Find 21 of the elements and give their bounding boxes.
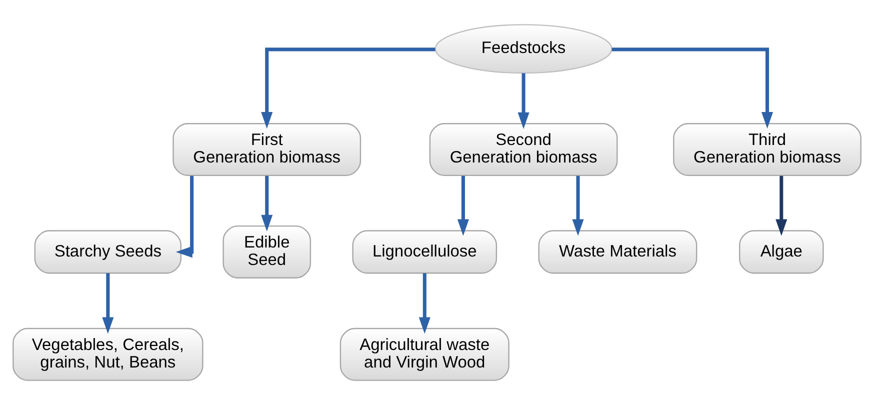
node-box: Edible Seed bbox=[222, 224, 312, 278]
node-ellipse: Feedstocks bbox=[434, 24, 612, 74]
arrow bbox=[572, 175, 584, 236]
arrow bbox=[102, 272, 114, 334]
node-box: Waste Materials bbox=[538, 230, 698, 274]
arrow bbox=[261, 47, 436, 128]
node-box: Starchy Seeds bbox=[34, 230, 182, 274]
arrow bbox=[612, 47, 774, 128]
arrow bbox=[261, 175, 273, 231]
arrow bbox=[176, 175, 194, 258]
node-box: Lignocellulose bbox=[352, 230, 498, 274]
node-box: Second Generation biomass bbox=[429, 122, 618, 176]
node-box: First Generation biomass bbox=[172, 122, 362, 176]
node-box: Algae bbox=[739, 230, 824, 274]
node-box: Third Generation biomass bbox=[673, 122, 862, 176]
arrow bbox=[776, 175, 788, 236]
arrow bbox=[518, 72, 530, 128]
arrow bbox=[418, 272, 430, 334]
arrow bbox=[457, 175, 469, 236]
node-box: Vegetables, Cereals, grains, Nut, Beans bbox=[12, 327, 204, 380]
node-box: Agricultural waste and Virgin Wood bbox=[340, 327, 510, 380]
